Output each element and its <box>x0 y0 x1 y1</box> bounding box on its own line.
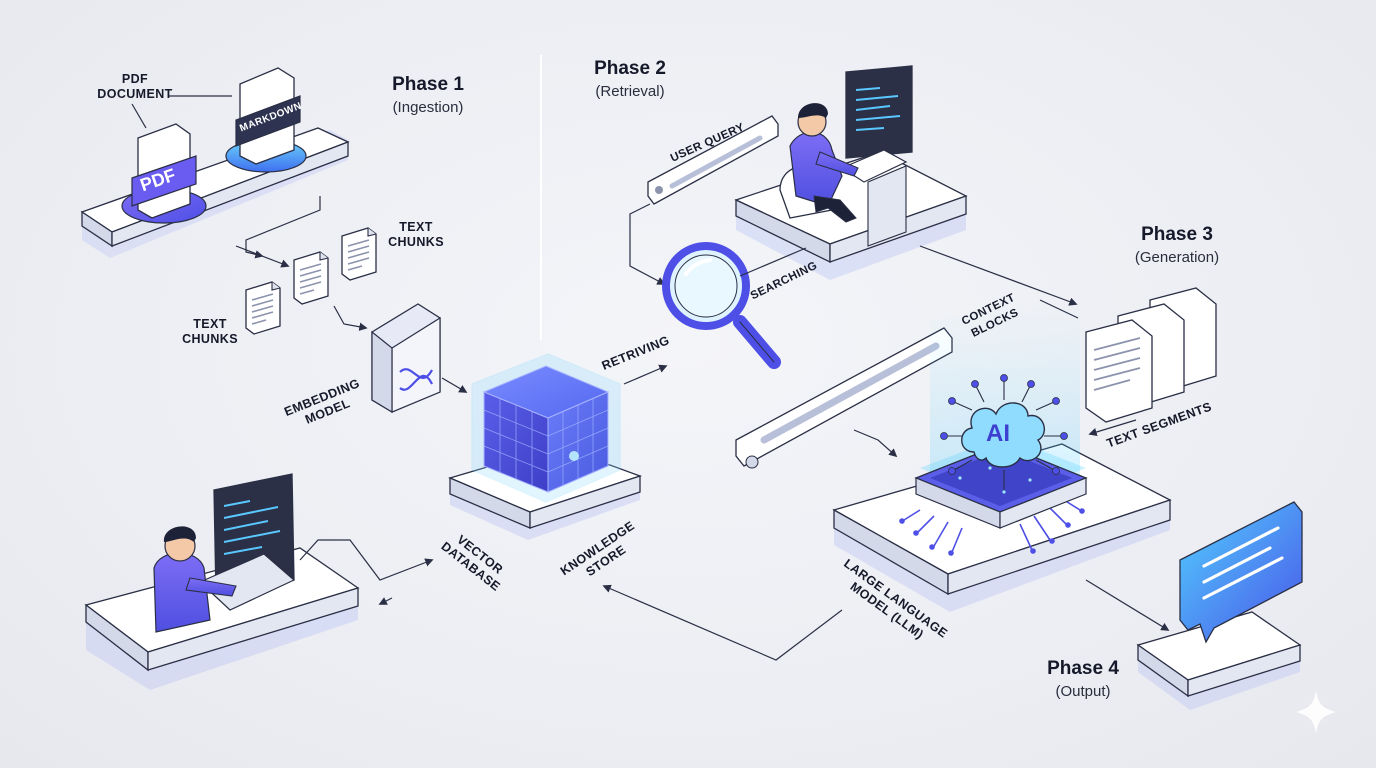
text-chunk-doc-icon <box>245 281 281 335</box>
phase-title: Phase 3 <box>1141 224 1213 245</box>
output-chat-bubble-icon <box>1179 501 1303 644</box>
phase-3-label: Phase 3 (Generation) <box>1124 224 1230 266</box>
phase-subtitle: (Generation) <box>1134 249 1220 266</box>
vector-database-cube <box>471 353 621 503</box>
phase-subtitle: (Ingestion) <box>392 99 464 116</box>
user-at-desk-icon <box>779 65 913 247</box>
phase-subtitle: (Output) <box>1055 683 1111 700</box>
phase-4-label: Phase 4 (Output) <box>1030 658 1136 700</box>
text-chunks-top-label: TEXT CHUNKS <box>388 220 444 249</box>
text-chunk-doc-icon <box>341 227 377 281</box>
markdown-document-icon <box>225 67 307 173</box>
ingestion-platform <box>80 127 350 258</box>
phase-subtitle: (Retrieval) <box>595 83 665 100</box>
phase-1-label: Phase 1 (Ingestion) <box>378 74 478 116</box>
user-at-laptop-icon <box>153 473 296 633</box>
embedding-model-icon <box>371 303 441 414</box>
text-segment-docs <box>1085 287 1217 423</box>
magnifier-icon <box>662 242 781 369</box>
pdf-document-icon <box>121 123 207 224</box>
phase-2-label: Phase 2 (Retrieval) <box>580 58 680 100</box>
ai-chip-icon <box>899 443 1088 556</box>
ai-badge-text: AI <box>986 420 1010 447</box>
user-query-bar <box>647 115 779 205</box>
phase-title: Phase 4 <box>1047 658 1119 679</box>
text-chunk-doc-icon <box>293 251 329 305</box>
ai-cloud-icon <box>940 374 1068 490</box>
phase-title: Phase 2 <box>594 58 666 79</box>
output-platform <box>1136 611 1302 710</box>
phase-title: Phase 1 <box>392 74 464 95</box>
pdf-document-label: PDF DOCUMENT <box>97 72 173 101</box>
sparkle-icon <box>1296 690 1336 734</box>
text-chunks-left-label: TEXT CHUNKS <box>182 317 238 346</box>
